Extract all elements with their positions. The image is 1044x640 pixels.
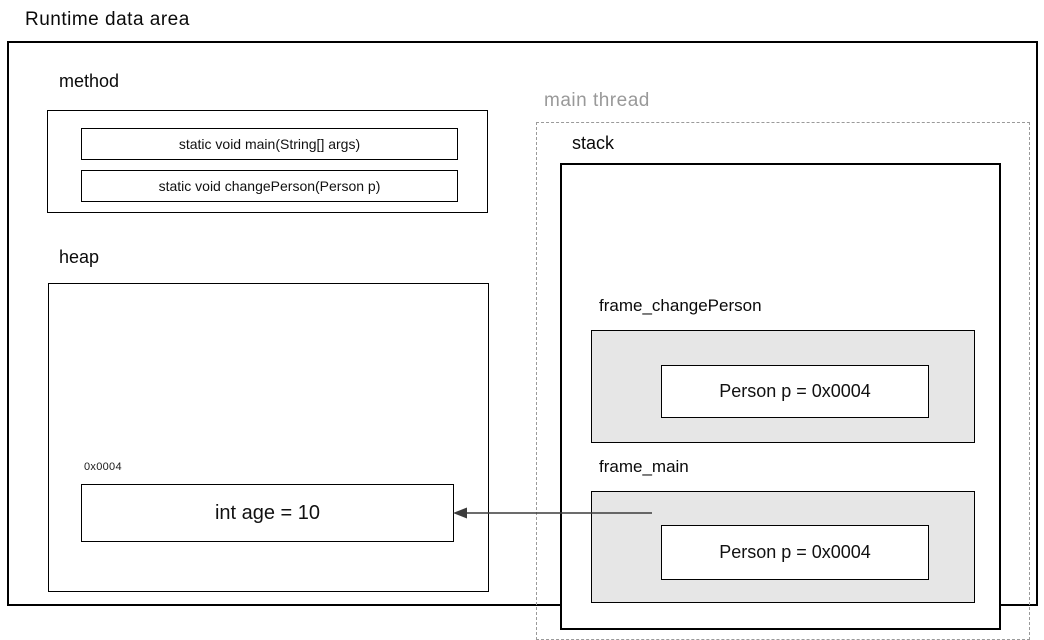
- stack-box: frame_changePerson Person p = 0x0004 fra…: [560, 163, 1001, 630]
- method-entry-changeperson: static void changePerson(Person p): [81, 170, 458, 202]
- frame-changeperson-box: Person p = 0x0004: [591, 330, 975, 443]
- frame-changeperson-label: frame_changePerson: [599, 296, 762, 315]
- heap-object-box: int age = 10: [81, 484, 454, 542]
- method-area-label: method: [59, 71, 120, 91]
- stack-label: stack: [572, 133, 615, 153]
- main-thread-box: stack frame_changePerson Person p = 0x00…: [536, 122, 1030, 640]
- method-area-box: static void main(String[] args) static v…: [47, 110, 488, 213]
- main-thread-label: main thread: [544, 90, 650, 111]
- method-entry-main: static void main(String[] args): [81, 128, 458, 160]
- runtime-data-area-box: method static void main(String[] args) s…: [7, 41, 1038, 640]
- frame-main-box: Person p = 0x0004: [591, 491, 975, 603]
- frame-changeperson-variable-box: Person p = 0x0004: [661, 365, 929, 418]
- runtime-data-area-diagram: Runtime data area method static void mai…: [7, 9, 1038, 640]
- heap-object-address-label: 0x0004: [84, 461, 122, 473]
- frame-main-variable-box: Person p = 0x0004: [661, 525, 929, 580]
- diagram-title: Runtime data area: [25, 9, 190, 30]
- heap-area-box: 0x0004 int age = 10: [48, 283, 489, 592]
- frame-main-label: frame_main: [599, 457, 689, 476]
- heap-area-label: heap: [59, 247, 100, 267]
